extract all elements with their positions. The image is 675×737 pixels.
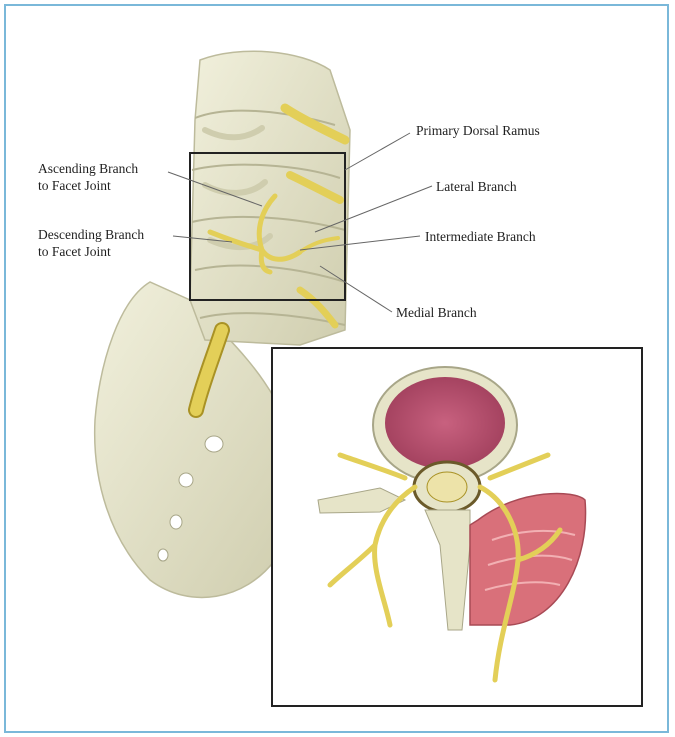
cross-section-inset [272, 348, 642, 706]
label-primary-dorsal-ramus: Primary Dorsal Ramus [416, 122, 540, 139]
label-ascending-branch: Ascending Branch to Facet Joint [38, 160, 138, 194]
label-intermediate-branch: Intermediate Branch [425, 228, 536, 245]
label-medial-branch: Medial Branch [396, 304, 477, 321]
label-descending-branch: Descending Branch to Facet Joint [38, 226, 144, 260]
label-lateral-branch: Lateral Branch [436, 178, 517, 195]
